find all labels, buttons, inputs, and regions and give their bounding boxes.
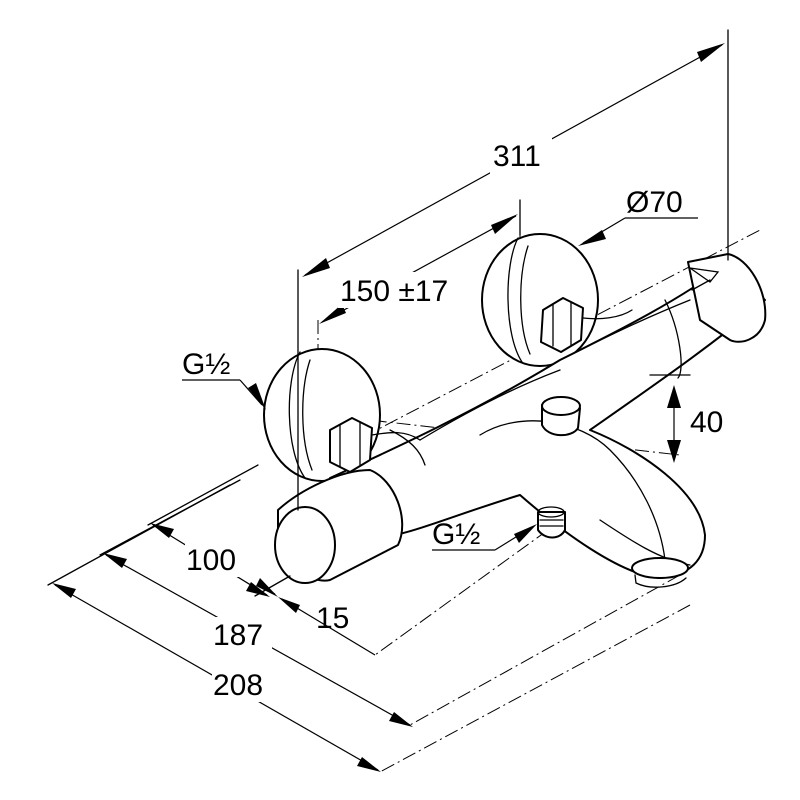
dimension-overall-length-label: 311 xyxy=(493,140,541,173)
dimension-offset xyxy=(254,575,376,656)
right-escutcheon xyxy=(481,233,599,367)
thread-inlet-label: G½ xyxy=(182,348,230,381)
dimension-depth-outer-label: 208 xyxy=(213,669,263,702)
dimension-escutcheon-diameter xyxy=(578,217,698,246)
dimension-offset-label: 15 xyxy=(316,602,349,635)
dimension-depth-inner xyxy=(147,464,270,597)
thread-outlet-leader xyxy=(432,524,537,551)
thread-inlet-leader xyxy=(182,379,266,410)
dimension-spout-height xyxy=(649,374,691,463)
mixer-body xyxy=(274,253,767,588)
dimension-escutcheon-diameter-label: Ø70 xyxy=(626,186,683,219)
dimension-bg xyxy=(212,617,272,653)
dimension-connection-spacing-label: 150 ±17 xyxy=(340,275,448,308)
thread-outlet-label: G½ xyxy=(432,518,480,551)
dimension-bg xyxy=(490,135,552,175)
dimension-spout-height-label: 40 xyxy=(690,406,723,439)
dimension-bg xyxy=(338,272,470,308)
dimension-bg xyxy=(185,543,245,577)
dimension-bg xyxy=(212,666,272,702)
dimension-depth-middle-label: 187 xyxy=(213,619,263,652)
dimension-depth-inner-label: 100 xyxy=(186,544,236,577)
